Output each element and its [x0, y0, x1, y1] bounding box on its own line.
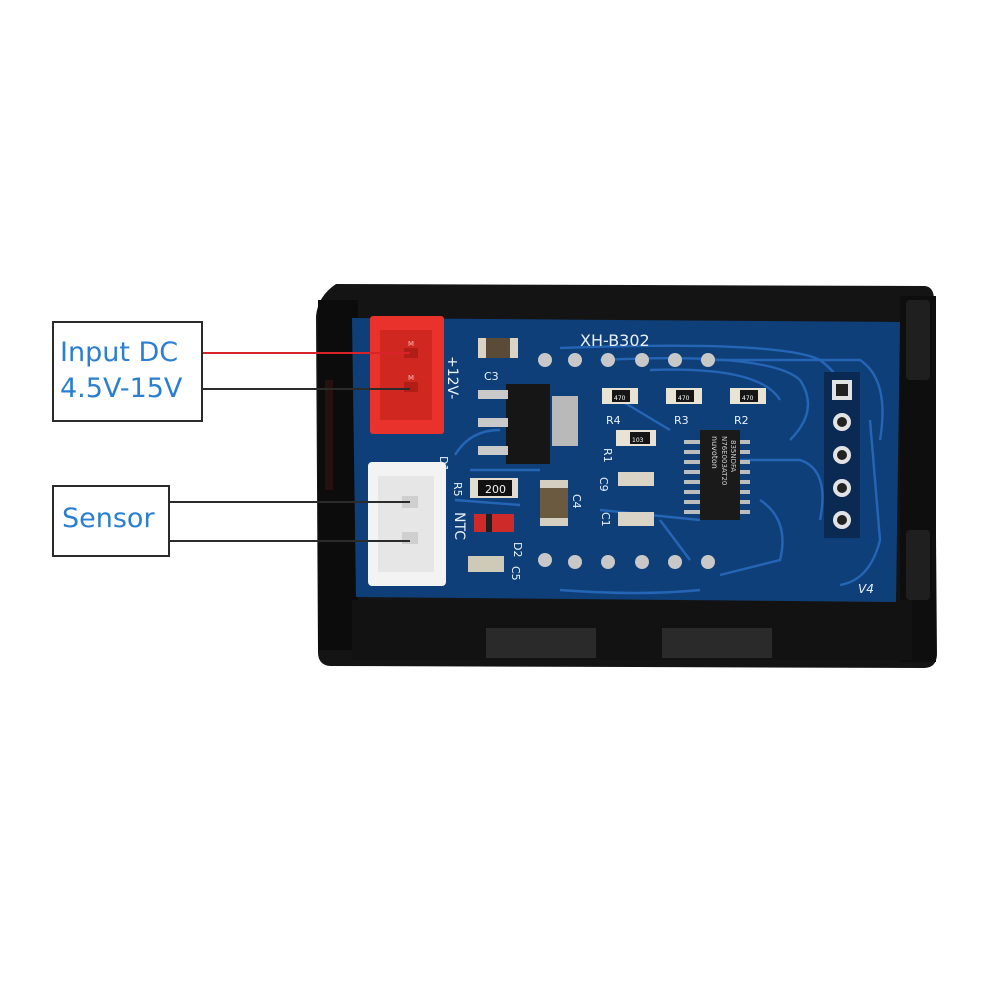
- designator-c1: C1: [599, 512, 612, 527]
- sensor-connector: [368, 462, 446, 586]
- svg-text:N76E003AT20: N76E003AT20: [720, 436, 728, 485]
- input-dc-label: Input DC: [60, 337, 179, 368]
- microcontroller-chip: nuvoton N76E003AT20 835NDFA: [684, 430, 750, 520]
- side-header-pads: [824, 372, 860, 538]
- board-version-label: V4: [858, 582, 874, 596]
- board-model-label: XH-B302: [580, 331, 650, 350]
- svg-text:470: 470: [678, 395, 690, 402]
- resistor-r5: 200: [470, 478, 518, 498]
- designator-r3: R3: [674, 414, 689, 427]
- svg-text:103: 103: [632, 437, 644, 444]
- diode-d2: [474, 514, 514, 532]
- designator-r4: R4: [606, 414, 621, 427]
- svg-text:470: 470: [614, 395, 626, 402]
- capacitor-c1: [618, 512, 654, 526]
- svg-text:M: M: [408, 340, 414, 348]
- bottom-header-pins: [538, 553, 715, 569]
- svg-text:200: 200: [485, 483, 506, 496]
- designator-d2: D2: [511, 542, 524, 557]
- resistor-r3: 470: [666, 388, 702, 404]
- designator-c5: C5: [509, 566, 522, 581]
- designator-r2: R2: [734, 414, 749, 427]
- designator-c9: C9: [597, 477, 610, 492]
- designator-c3: C3: [484, 370, 499, 383]
- resistor-r4: 470: [602, 388, 638, 404]
- voltage-regulator: [478, 384, 578, 464]
- svg-text:M: M: [408, 374, 414, 382]
- sensor-callout: Sensor: [52, 485, 170, 557]
- top-header-pins: [538, 353, 715, 367]
- power-connector: M M: [370, 316, 444, 434]
- input-dc-callout: Input DC 4.5V-15V: [52, 321, 203, 422]
- designator-r1: R1: [601, 448, 614, 463]
- circuit-board: XH-B302 V4 +12V- NTC C3 R4 R3 R2 R1 C9 C…: [352, 318, 900, 602]
- capacitor-c4: [540, 480, 568, 526]
- svg-text:nuvoton: nuvoton: [710, 436, 719, 469]
- ntc-marking: NTC: [451, 512, 467, 540]
- designator-r5: R5: [451, 482, 464, 497]
- input-voltage-range-label: 4.5V-15V: [60, 373, 183, 404]
- svg-text:835NDFA: 835NDFA: [729, 440, 737, 472]
- callout-leader-lines: [170, 352, 410, 542]
- capacitor-c9: [618, 472, 654, 486]
- resistor-r1: 103: [616, 430, 656, 446]
- capacitor-c5: [468, 556, 504, 572]
- svg-text:470: 470: [742, 395, 754, 402]
- designator-c4: C4: [570, 494, 583, 509]
- sensor-label: Sensor: [62, 503, 155, 534]
- power-marking: +12V-: [444, 356, 460, 399]
- resistor-r2: 470: [730, 388, 766, 404]
- capacitor-c3: [478, 338, 518, 358]
